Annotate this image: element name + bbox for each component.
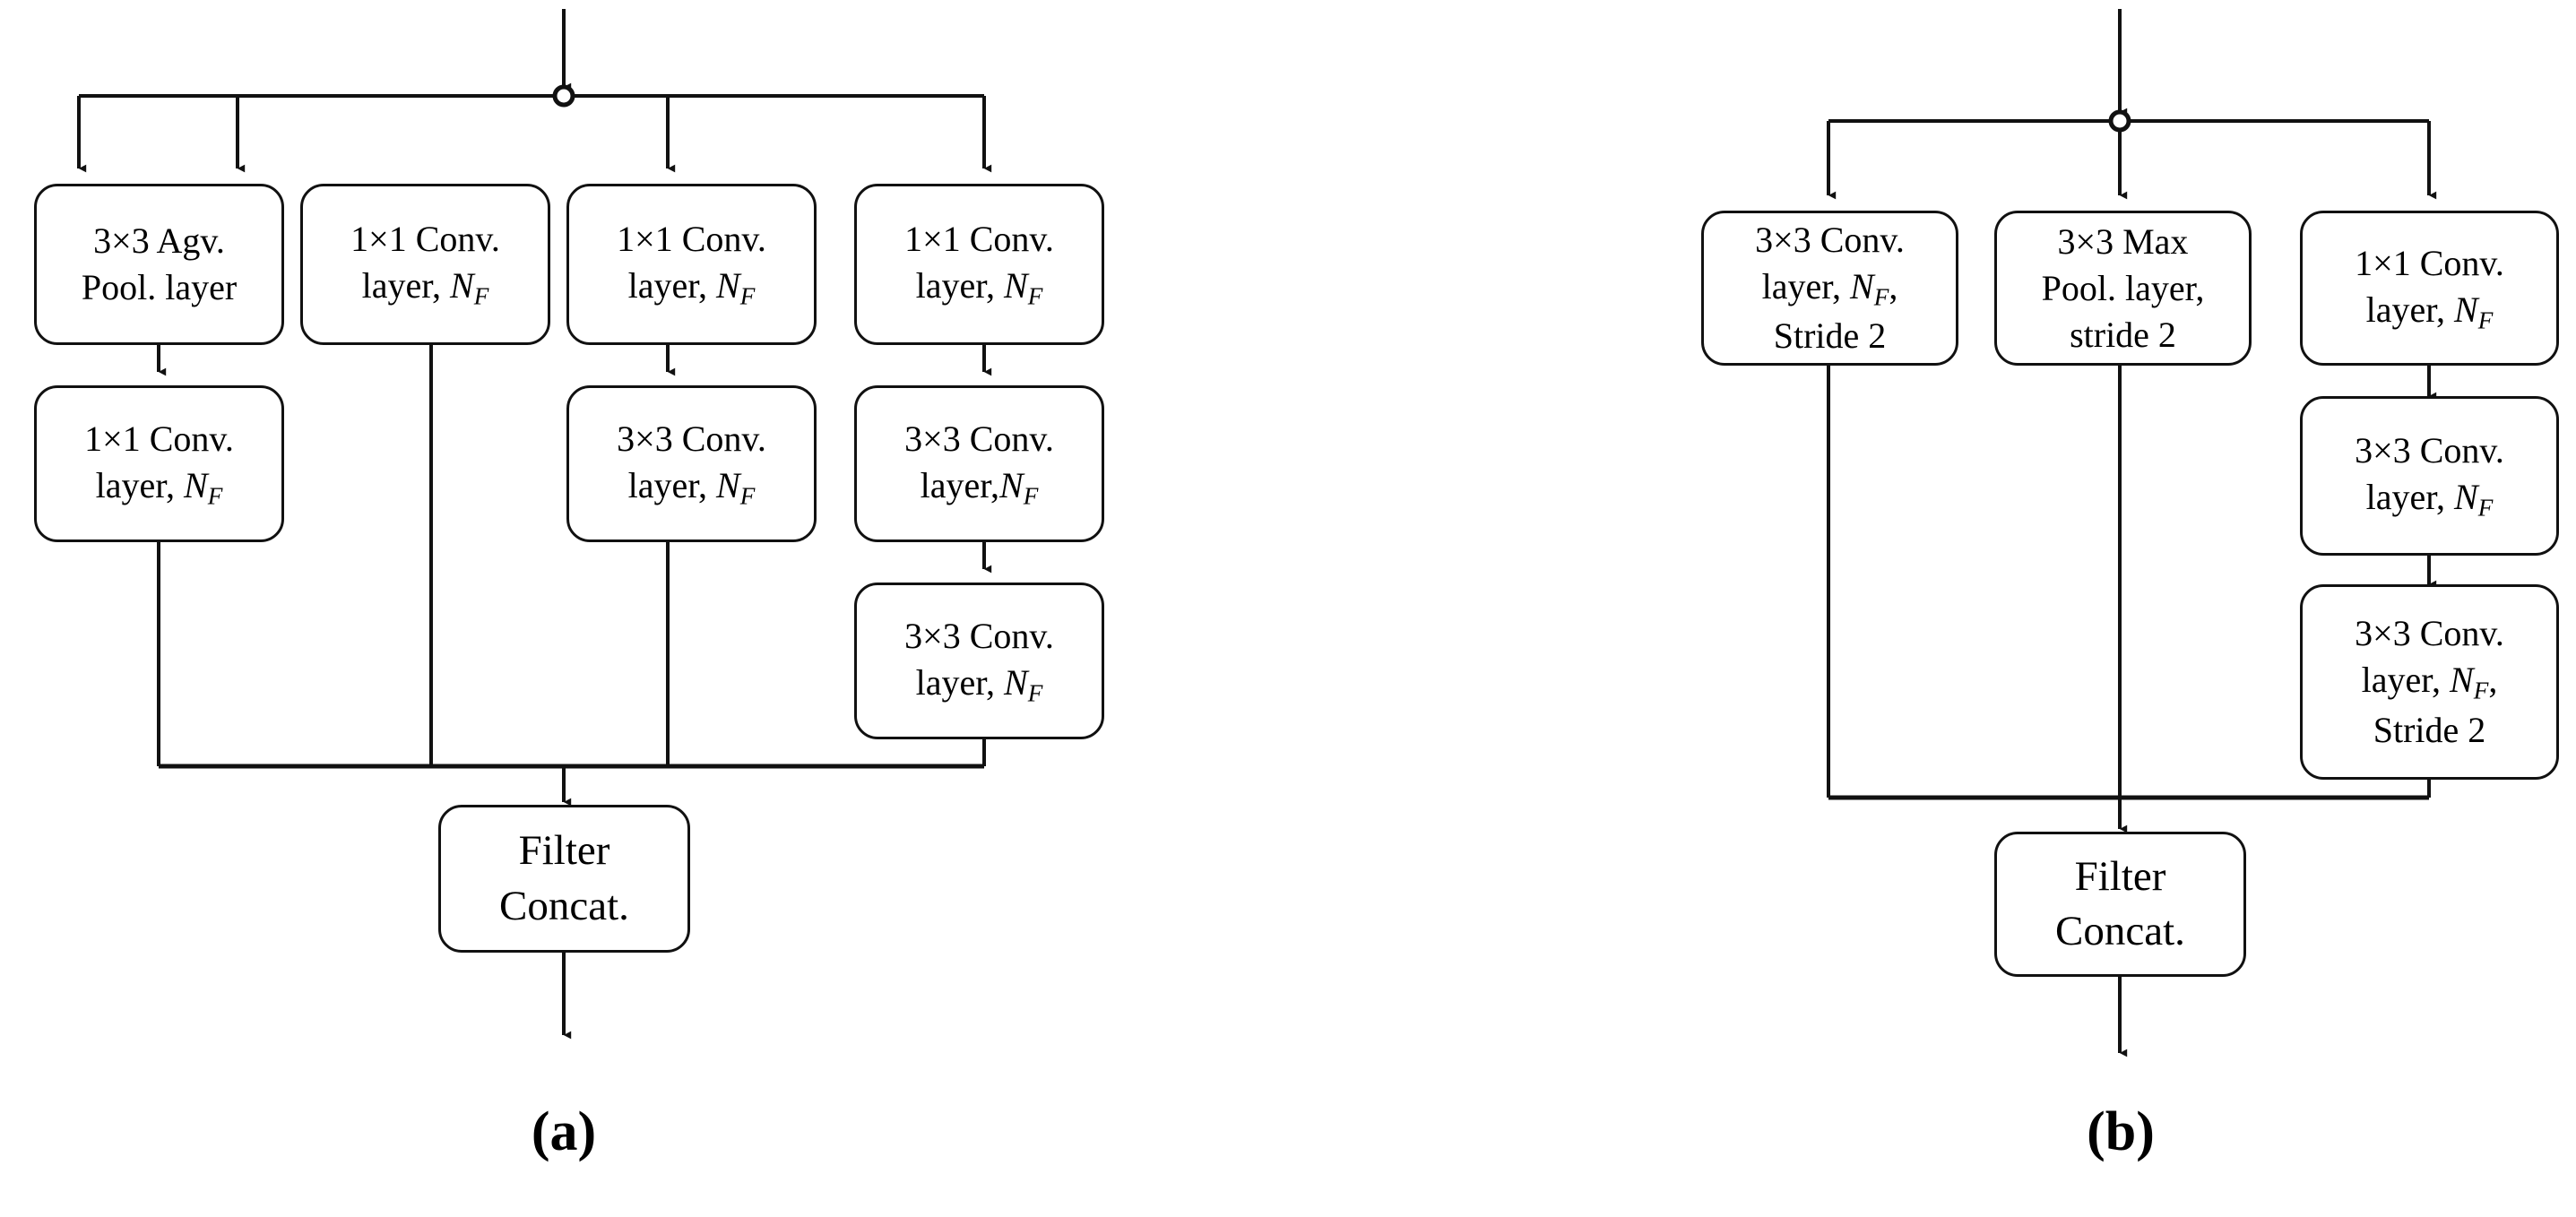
node-text-line: layer, NF (915, 265, 1043, 310)
nf-symbol: NF (716, 265, 756, 310)
node-a-conv3x3-b4-second[interactable]: 3×3 Conv. layer, NF (854, 583, 1104, 739)
panel-label-b: (b) (2087, 1101, 2155, 1162)
node-text-line: 3×3 Conv. (904, 418, 1054, 459)
node-text-line: 1×1 Conv. (617, 219, 766, 260)
node-a-conv1x1-b3[interactable]: 1×1 Conv. layer, NF (566, 184, 817, 345)
node-text-line: 3×3 Conv. (2355, 430, 2504, 471)
nf-symbol: NF (1850, 265, 1889, 311)
node-a-conv3x3-b3[interactable]: 3×3 Conv. layer, NF (566, 385, 817, 542)
node-text-line: layer, NF (627, 464, 756, 510)
node-text-line: 1×1 Conv. (904, 219, 1054, 260)
node-b-filter-concat[interactable]: Filter Concat. (1994, 832, 2246, 977)
node-text-line: layer, NF (2365, 289, 2494, 334)
node-text-line: 3×3 Conv. (617, 418, 766, 459)
nf-symbol: NF (1004, 265, 1043, 310)
node-text-line: 3×3 Conv. (1755, 219, 1905, 260)
b-split-junction-circle-icon (2108, 109, 2131, 133)
node-text-line: 3×3 Conv. (2355, 613, 2504, 654)
node-text-line: 3×3 Max (2057, 220, 2189, 262)
node-text-line: Concat. (2055, 908, 2185, 954)
node-a-conv3x3-b4-first[interactable]: 3×3 Conv. layer,NF (854, 385, 1104, 542)
node-text-line: Stride 2 (2373, 709, 2486, 750)
node-b-conv3x3-stride2[interactable]: 3×3 Conv. layer, NF, Stride 2 (1701, 211, 1958, 366)
panel-b-connectors (1827, 9, 2437, 1057)
node-text-line: layer, NF (2365, 477, 2494, 522)
node-text-line: layer, NF (361, 265, 489, 310)
node-text-line: 1×1 Conv. (2355, 242, 2504, 283)
node-a-avgpool[interactable]: 3×3 Agv. Pool. layer (34, 184, 284, 345)
node-text-line: Filter (2074, 852, 2166, 900)
nf-symbol: NF (450, 265, 489, 310)
node-a-conv1x1-b2[interactable]: 1×1 Conv. layer, NF (300, 184, 550, 345)
node-text-line: layer, NF, (2361, 660, 2498, 704)
nf-symbol: NF (999, 464, 1039, 510)
node-b-maxpool-stride2[interactable]: 3×3 Max Pool. layer, stride 2 (1994, 211, 2252, 366)
nf-symbol: NF (184, 464, 223, 510)
panel-a-connectors (77, 9, 992, 1040)
node-text-line: Stride 2 (1773, 315, 1887, 357)
node-b-conv3x3[interactable]: 3×3 Conv. layer, NF (2300, 396, 2559, 556)
node-text-line: Filter (518, 827, 610, 875)
node-text-line: layer,NF (920, 464, 1039, 510)
node-a-filter-concat[interactable]: Filter Concat. (438, 805, 690, 953)
nf-symbol: NF (2454, 477, 2494, 522)
node-text-line: layer, NF (627, 265, 756, 310)
node-text-line: 1×1 Conv. (84, 418, 234, 459)
node-b-conv3x3-stride2[interactable]: 3×3 Conv. layer, NF, Stride 2 (2300, 584, 2559, 780)
node-text-line: Pool. layer (81, 267, 238, 307)
panel-label-a: (a) (531, 1101, 597, 1162)
nf-symbol: NF (2454, 289, 2494, 334)
node-text-line: layer, NF (95, 464, 223, 510)
nf-symbol: NF (2450, 660, 2489, 704)
node-text-line: layer, NF, (1761, 265, 1898, 311)
node-text-line: layer, NF (915, 661, 1043, 707)
node-text-line: Concat. (499, 882, 629, 929)
node-b-conv1x1[interactable]: 1×1 Conv. layer, NF (2300, 211, 2559, 366)
node-text-line: 1×1 Conv. (350, 219, 500, 260)
node-text-line: 3×3 Conv. (904, 615, 1054, 656)
nf-symbol: NF (1004, 661, 1043, 707)
a-split-junction-circle-icon (552, 84, 575, 108)
node-text-line: Pool. layer, (2041, 267, 2205, 308)
node-text-line: stride 2 (2070, 314, 2176, 355)
node-a-conv1x1-b4[interactable]: 1×1 Conv. layer, NF (854, 184, 1104, 345)
nf-symbol: NF (716, 464, 756, 510)
node-a-conv1x1-after-pool[interactable]: 1×1 Conv. layer, NF (34, 385, 284, 542)
node-text-line: 3×3 Agv. (93, 220, 225, 261)
